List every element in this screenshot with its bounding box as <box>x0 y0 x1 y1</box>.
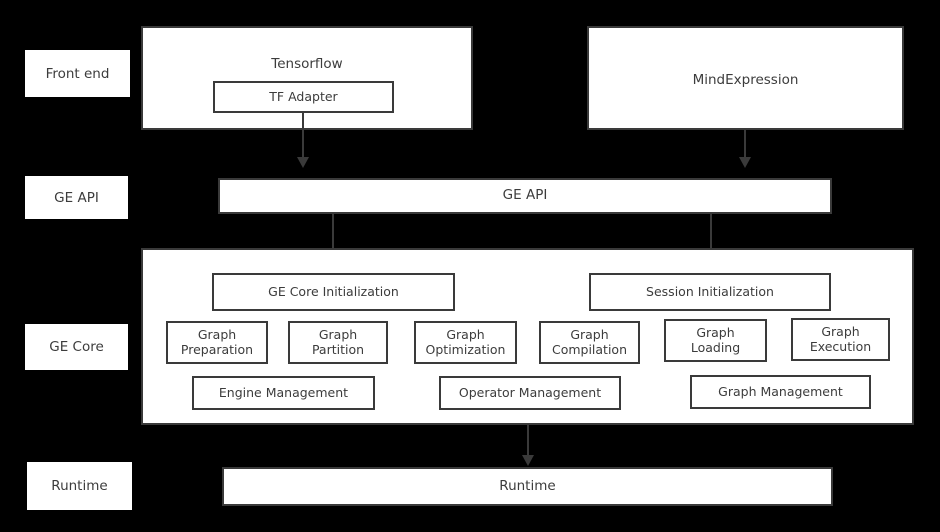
graph-loading-box[interactable]: Graph Loading <box>664 319 767 362</box>
tensorflow-panel[interactable]: Tensorflow <box>141 26 473 130</box>
graph-partition-box[interactable]: Graph Partition <box>288 321 388 364</box>
graph-compilation-box[interactable]: Graph Compilation <box>539 321 640 364</box>
session-initialization-box[interactable]: Session Initialization <box>589 273 831 311</box>
connector-tf-adapter-to-ge-api-head <box>297 157 309 168</box>
ge-api-bar[interactable]: GE API <box>218 178 832 214</box>
connector-tf-adapter-to-ge-api-line <box>302 113 304 159</box>
tensorflow-panel-title: Tensorflow <box>271 56 343 72</box>
operator-management-box[interactable]: Operator Management <box>439 376 621 410</box>
connector-ge-core-to-runtime-line <box>527 425 529 457</box>
graph-optimization-box[interactable]: Graph Optimization <box>414 321 517 364</box>
connector-mindexpression-to-ge-api-line <box>744 130 746 159</box>
layer-label-runtime: Runtime <box>27 462 132 510</box>
mindexpression-panel[interactable]: MindExpression <box>587 26 904 130</box>
graph-management-box[interactable]: Graph Management <box>690 375 871 409</box>
engine-management-box[interactable]: Engine Management <box>192 376 375 410</box>
connector-ge-api-to-ge-core-init-line <box>332 214 334 258</box>
layer-label-ge-api: GE API <box>25 176 128 219</box>
runtime-bar[interactable]: Runtime <box>222 467 833 506</box>
mindexpression-panel-title: MindExpression <box>692 72 799 88</box>
layer-label-front-end: Front end <box>25 50 130 97</box>
connector-ge-api-to-session-init-line <box>710 214 712 258</box>
layer-label-ge-core: GE Core <box>25 324 128 370</box>
ge-core-initialization-box[interactable]: GE Core Initialization <box>212 273 455 311</box>
graph-preparation-box[interactable]: Graph Preparation <box>166 321 268 364</box>
connector-mindexpression-to-ge-api-head <box>739 157 751 168</box>
tf-adapter-box[interactable]: TF Adapter <box>213 81 394 113</box>
connector-ge-core-to-runtime-head <box>522 455 534 466</box>
graph-execution-box[interactable]: Graph Execution <box>791 318 890 361</box>
